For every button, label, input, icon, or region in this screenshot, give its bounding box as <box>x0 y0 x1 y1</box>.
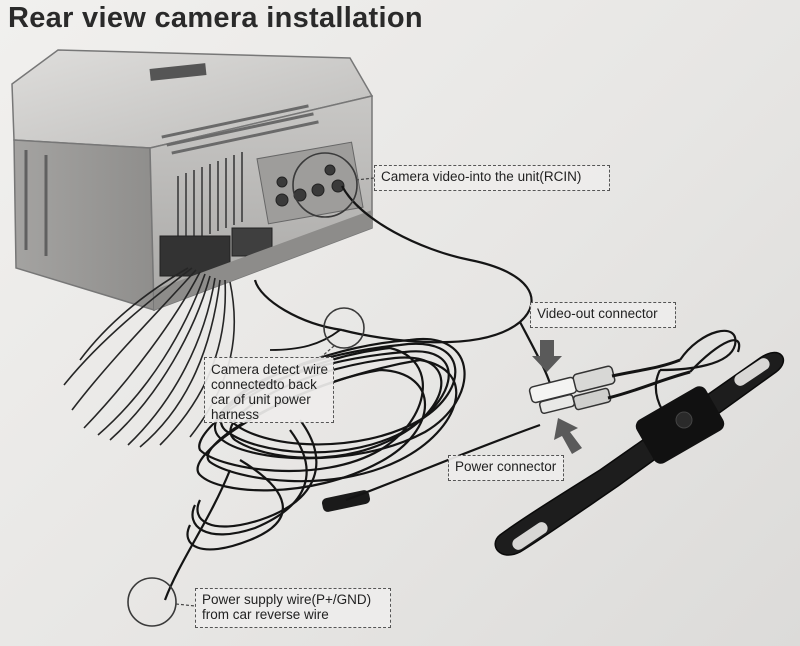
camera-detect-wire-label: Camera detect wire connectedto back car … <box>204 357 334 423</box>
camera-detect-wire-line-1: Camera detect wire <box>211 362 328 377</box>
head-unit <box>12 50 372 310</box>
video-out-arrow <box>532 340 562 372</box>
power-wire-end-highlight-circle <box>128 578 176 626</box>
video-out-connector-label: Video-out connector <box>530 302 676 328</box>
license-plate-camera <box>495 353 783 555</box>
power-connector-text: Power connector <box>455 459 558 474</box>
camera-video-in-text: Camera video-into the unit(RCIN) <box>381 169 604 184</box>
power-supply-wire-line-2: from car reverse wire <box>202 607 385 622</box>
camera-detect-wire-line-2: connectedto back <box>211 377 328 392</box>
power-connector-label: Power connector <box>448 455 564 481</box>
camera-video-in-label: Camera video-into the unit(RCIN) <box>374 165 610 191</box>
power-supply-wire-line-1: Power supply wire(P+/GND) <box>202 592 385 607</box>
power-supply-wire-label: Power supply wire(P+/GND) from car rever… <box>195 588 391 628</box>
power-supply-leader-line <box>176 604 195 606</box>
camera-detect-wire-line-3: car of unit power <box>211 392 328 407</box>
detect-wire <box>270 330 340 350</box>
power-connector-arrow <box>554 418 582 454</box>
camera-detect-wire-line-4: harness <box>211 407 328 422</box>
video-out-connector-text: Video-out connector <box>537 306 670 321</box>
